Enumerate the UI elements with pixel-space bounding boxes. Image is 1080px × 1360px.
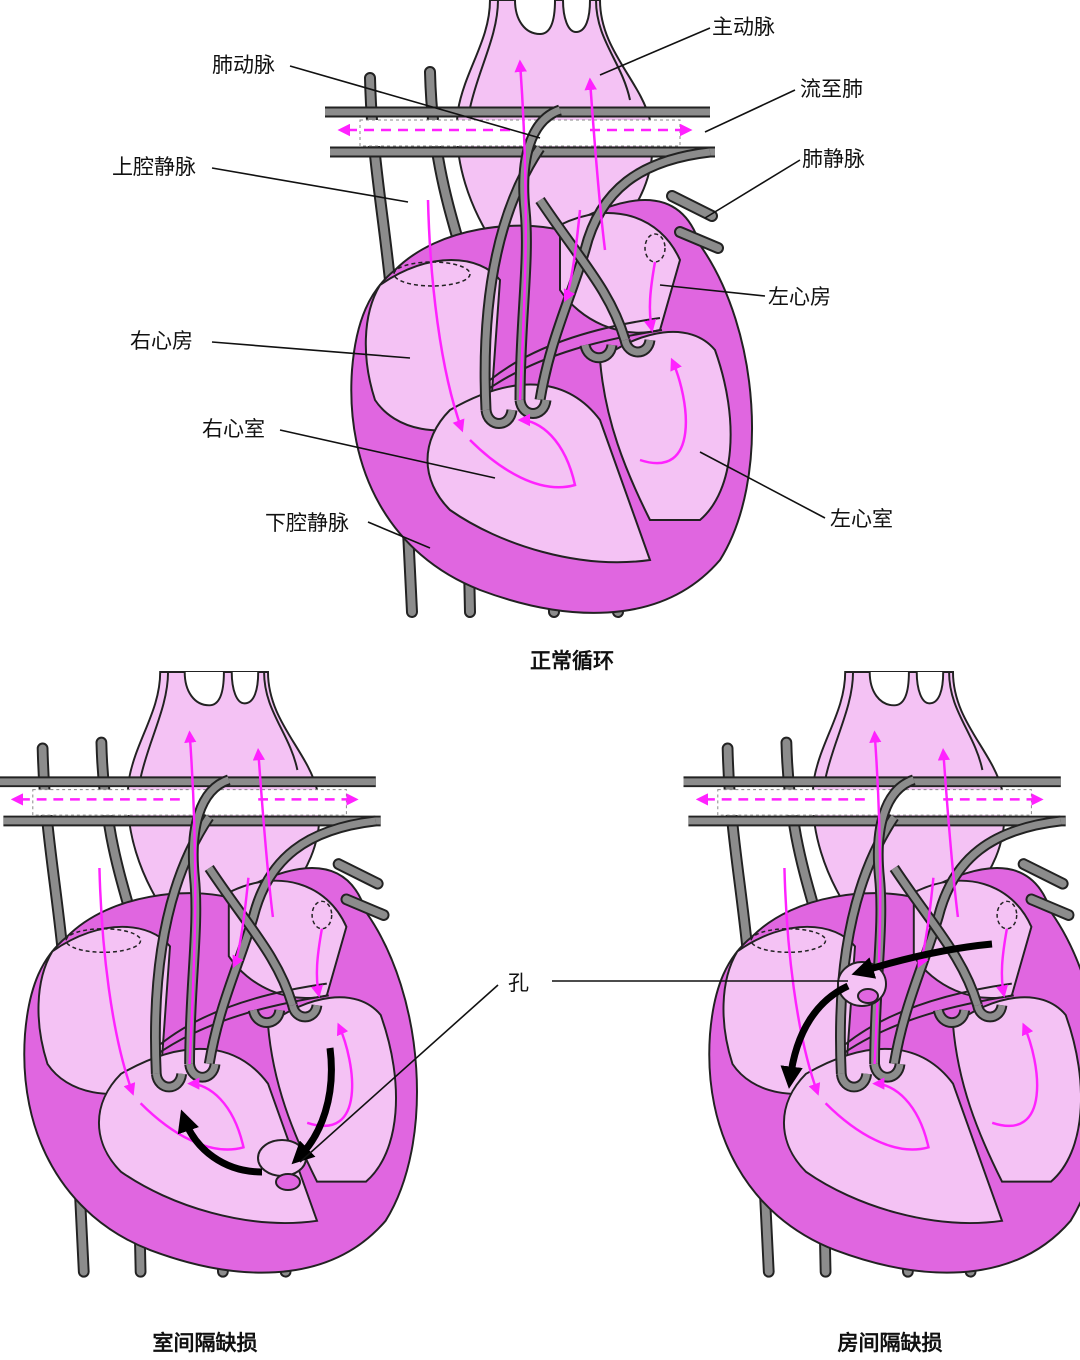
- caption-asd: 房间隔缺损: [838, 1331, 943, 1355]
- label-left-ventricle: 左心室: [830, 507, 893, 531]
- label-pulmonary-veins: 肺静脉: [802, 147, 865, 171]
- label-inferior-vena-cava: 下腔静脉: [265, 511, 349, 535]
- label-hole: 孔: [508, 971, 529, 995]
- caption-vsd: 室间隔缺损: [153, 1331, 258, 1355]
- vsd-defect: [177, 1047, 335, 1191]
- label-right-atrium: 右心房: [130, 329, 193, 353]
- label-superior-vena-cava: 上腔静脉: [112, 155, 196, 179]
- caption-normal: 正常循环: [530, 649, 614, 673]
- label-right-ventricle: 右心室: [202, 417, 265, 441]
- label-left-atrium: 左心房: [768, 285, 831, 309]
- asd-defect: [780, 940, 993, 1089]
- hole-leaders: [299, 980, 848, 1163]
- normal-heart: [325, 0, 752, 613]
- label-to-lungs: 流至肺: [800, 77, 863, 101]
- vsd-heart: [0, 672, 417, 1273]
- label-aorta: 主动脉: [712, 15, 775, 39]
- label-pulmonary-artery: 肺动脉: [212, 53, 275, 77]
- label-leaders: [211, 27, 826, 549]
